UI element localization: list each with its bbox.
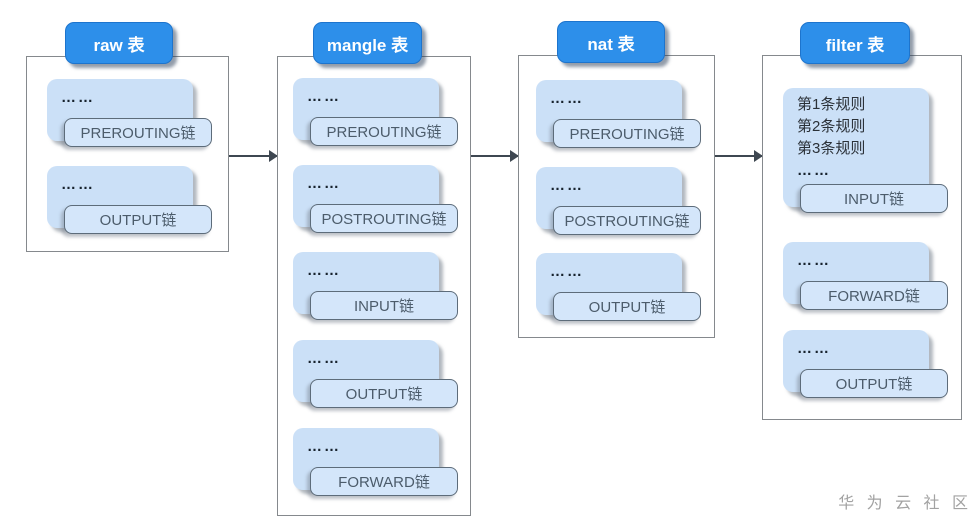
chain-label-pill-mangle-3: OUTPUT链 <box>310 379 458 408</box>
flow-arrow-raw-to-mangle <box>229 150 278 162</box>
chain-label: PREROUTING链 <box>569 126 685 143</box>
chain-label-pill-filter-2: OUTPUT链 <box>800 369 948 398</box>
chain-label: POSTROUTING链 <box>321 211 447 228</box>
chain-label-pill-mangle-4: FORWARD链 <box>310 467 458 496</box>
chain-label: INPUT链 <box>353 298 414 315</box>
flow-arrow-nat-to-filter <box>715 150 763 162</box>
chain-label: INPUT链 <box>843 191 904 208</box>
rule-line: 第2条规则 <box>797 118 866 135</box>
chain-label-pill-mangle-2: INPUT链 <box>310 291 458 320</box>
ellipsis-rules-placeholder: …… <box>61 89 95 106</box>
table-header-mangle: mangle 表 <box>313 22 422 64</box>
chain-label-pill-filter-0: INPUT链 <box>800 184 948 213</box>
rules-list: 第1条规则第2条规则第3条规则 …… <box>783 88 929 182</box>
chain-label-pill-raw-0: PREROUTING链 <box>64 118 212 147</box>
table-header-nat: nat 表 <box>557 21 665 63</box>
ellipsis-rules-placeholder: …… <box>61 176 95 193</box>
chain-label: PREROUTING链 <box>80 125 196 142</box>
rule-line: 第1条规则 <box>797 96 866 113</box>
chain-label-pill-nat-0: PREROUTING链 <box>553 119 701 148</box>
chain-label-pill-nat-1: POSTROUTING链 <box>553 206 701 235</box>
chain-label: POSTROUTING链 <box>564 213 690 230</box>
chain-label: OUTPUT链 <box>588 299 666 316</box>
ellipsis-rules-placeholder: …… <box>307 175 341 192</box>
ellipsis-rules-placeholder: …… <box>307 262 341 279</box>
chain-label: FORWARD链 <box>828 288 920 305</box>
chain-label-pill-mangle-0: PREROUTING链 <box>310 117 458 146</box>
chain-label-pill-mangle-1: POSTROUTING链 <box>310 204 458 233</box>
table-title: nat 表 <box>587 34 635 54</box>
table-header-raw: raw 表 <box>65 22 173 64</box>
table-title: filter 表 <box>825 35 885 55</box>
ellipsis-rules-placeholder: …… <box>307 438 341 455</box>
rule-line: 第3条规则 <box>797 140 866 157</box>
ellipsis-rules-placeholder: …… <box>550 263 584 280</box>
rule-line: …… <box>797 162 831 179</box>
chain-label-pill-filter-1: FORWARD链 <box>800 281 948 310</box>
huawei-cloud-community-watermark: 华 为 云 社 区 <box>838 495 972 512</box>
ellipsis-rules-placeholder: …… <box>307 350 341 367</box>
ellipsis-rules-placeholder: …… <box>797 252 831 269</box>
chain-label: PREROUTING链 <box>326 124 442 141</box>
flow-arrow-mangle-to-nat <box>471 150 519 162</box>
chain-label: OUTPUT链 <box>835 376 913 393</box>
chain-label: OUTPUT链 <box>345 386 423 403</box>
chain-label: FORWARD链 <box>338 474 430 491</box>
ellipsis-rules-placeholder: …… <box>307 88 341 105</box>
chain-label-pill-raw-1: OUTPUT链 <box>64 205 212 234</box>
ellipsis-rules-placeholder: …… <box>797 340 831 357</box>
table-title: raw 表 <box>93 35 145 55</box>
chain-label-pill-nat-2: OUTPUT链 <box>553 292 701 321</box>
table-title: mangle 表 <box>326 35 409 55</box>
chain-label: OUTPUT链 <box>99 212 177 229</box>
ellipsis-rules-placeholder: …… <box>550 177 584 194</box>
table-header-filter: filter 表 <box>800 22 910 64</box>
ellipsis-rules-placeholder: …… <box>550 90 584 107</box>
